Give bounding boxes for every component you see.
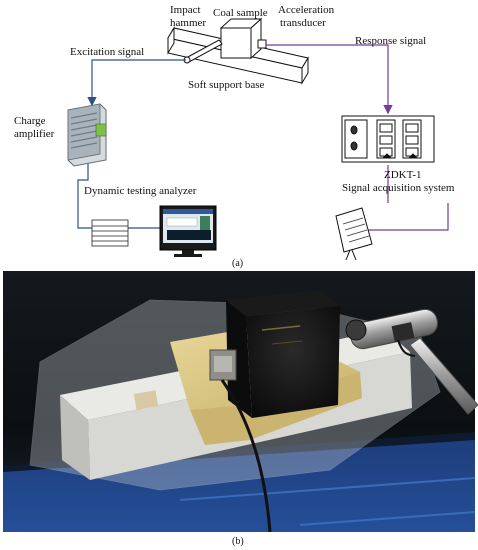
acceleration-transducer-drawing — [257, 39, 267, 49]
panel-b-caption: (b) — [232, 536, 244, 547]
excitation-signal-line — [87, 59, 186, 107]
acceleration-transducer-label-2: transducer — [280, 17, 326, 29]
charge-amplifier-drawing — [67, 103, 107, 167]
coal-cube-photo — [226, 290, 340, 418]
response-signal-line — [266, 44, 393, 115]
zdkt-acquisition-drawing — [341, 115, 435, 163]
excitation-signal-label: Excitation signal — [70, 46, 144, 58]
zdkt-label: ZDKT-1 — [384, 169, 421, 181]
computer-monitor-drawing — [159, 205, 217, 257]
plotter-drawing — [335, 207, 373, 261]
panel-b-photograph: (b) — [3, 271, 478, 547]
charge-amplifier-label-1: Charge — [14, 115, 46, 127]
accelerometer-photo — [209, 349, 272, 533]
panel-a-caption: (a) — [232, 258, 243, 269]
charge-amplifier-label-2: amplifier — [14, 128, 55, 140]
impact-hammer-photo — [345, 308, 478, 415]
response-signal-label: Response signal — [355, 35, 426, 47]
impact-hammer-label-1: Impact — [170, 4, 201, 16]
impact-hammer-label-2: hammer — [170, 17, 206, 29]
coal-sample-drawing — [219, 17, 263, 60]
dynamic-testing-analyzer-label: Dynamic testing analyzer — [84, 185, 197, 197]
beam-sticker — [133, 390, 159, 410]
coal-sample-label: Coal sample — [213, 7, 268, 19]
signal-acquisition-label: Signal acquisition system — [342, 182, 455, 194]
analyzer-rack-drawing — [91, 219, 129, 247]
soft-support-base-label: Soft support base — [188, 79, 265, 91]
acceleration-transducer-label-1: Acceleration — [278, 4, 335, 16]
acquisition-to-plotter-line — [368, 203, 449, 231]
panel-a-schematic: Impact hammer Coal sample Acceleration t… — [14, 4, 455, 269]
impact-hammer-drawing — [183, 39, 223, 64]
